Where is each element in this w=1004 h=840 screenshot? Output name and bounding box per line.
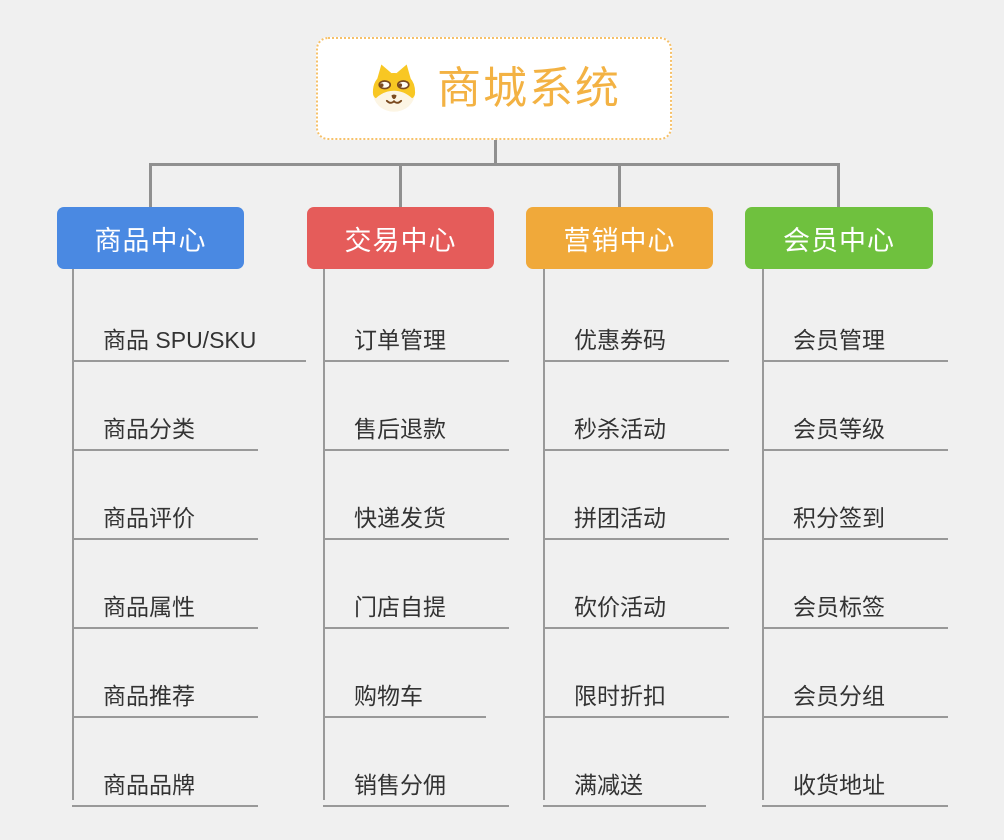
branch-marketing-center[interactable]: 营销中心 bbox=[526, 207, 713, 269]
connector-root-drop bbox=[494, 140, 497, 163]
branch-marketing-items: 优惠券码 秒杀活动 拼团活动 砍价活动 限时折扣 满减送 bbox=[543, 269, 775, 807]
branch-product-items: 商品 SPU/SKU 商品分类 商品评价 商品属性 商品推荐 商品品牌 bbox=[72, 269, 306, 807]
node-item[interactable]: 砍价活动 bbox=[543, 584, 729, 629]
node-item[interactable]: 会员等级 bbox=[762, 406, 948, 451]
branch-trade-items: 订单管理 售后退款 快递发货 门店自提 购物车 销售分佣 bbox=[323, 269, 555, 807]
connector-branch-drop bbox=[837, 163, 840, 207]
connector-branch-drop bbox=[618, 163, 621, 207]
branch-member-items: 会员管理 会员等级 积分签到 会员标签 会员分组 收货地址 bbox=[762, 269, 994, 807]
node-item[interactable]: 购物车 bbox=[323, 673, 486, 718]
branch-label: 会员中心 bbox=[783, 225, 895, 256]
node-item[interactable]: 商品 SPU/SKU bbox=[72, 317, 306, 362]
connector-branch-drop bbox=[149, 163, 152, 207]
root-node[interactable]: 商城系统 bbox=[316, 37, 672, 140]
node-item[interactable]: 商品分类 bbox=[72, 406, 258, 451]
node-item[interactable]: 商品评价 bbox=[72, 495, 258, 540]
node-item[interactable]: 会员分组 bbox=[762, 673, 948, 718]
branch-label: 商品中心 bbox=[94, 225, 207, 256]
node-item[interactable]: 积分签到 bbox=[762, 495, 948, 540]
node-item[interactable]: 会员管理 bbox=[762, 317, 948, 362]
node-item[interactable]: 商品品牌 bbox=[72, 762, 258, 807]
dog-face-icon bbox=[372, 64, 416, 112]
node-item[interactable]: 商品推荐 bbox=[72, 673, 258, 718]
branch-member-center[interactable]: 会员中心 bbox=[745, 207, 933, 269]
node-item[interactable]: 满减送 bbox=[543, 762, 706, 807]
root-title: 商城系统 bbox=[437, 63, 621, 113]
node-item[interactable]: 优惠券码 bbox=[543, 317, 729, 362]
node-item[interactable]: 快递发货 bbox=[323, 495, 509, 540]
connector-branch-drop bbox=[399, 163, 402, 207]
node-item[interactable]: 拼团活动 bbox=[543, 495, 729, 540]
node-item[interactable]: 门店自提 bbox=[323, 584, 509, 629]
branch-product-center[interactable]: 商品中心 bbox=[57, 207, 244, 269]
branch-label: 交易中心 bbox=[344, 225, 457, 256]
connector-main-horizontal bbox=[149, 163, 839, 166]
node-item[interactable]: 售后退款 bbox=[323, 406, 509, 451]
branch-label: 营销中心 bbox=[563, 225, 676, 256]
branch-trade-center[interactable]: 交易中心 bbox=[307, 207, 494, 269]
node-item[interactable]: 收货地址 bbox=[762, 762, 948, 807]
node-item[interactable]: 会员标签 bbox=[762, 584, 948, 629]
node-item[interactable]: 商品属性 bbox=[72, 584, 258, 629]
node-item[interactable]: 秒杀活动 bbox=[543, 406, 729, 451]
node-item[interactable]: 订单管理 bbox=[323, 317, 509, 362]
node-item[interactable]: 限时折扣 bbox=[543, 673, 729, 718]
node-item[interactable]: 销售分佣 bbox=[323, 762, 509, 807]
